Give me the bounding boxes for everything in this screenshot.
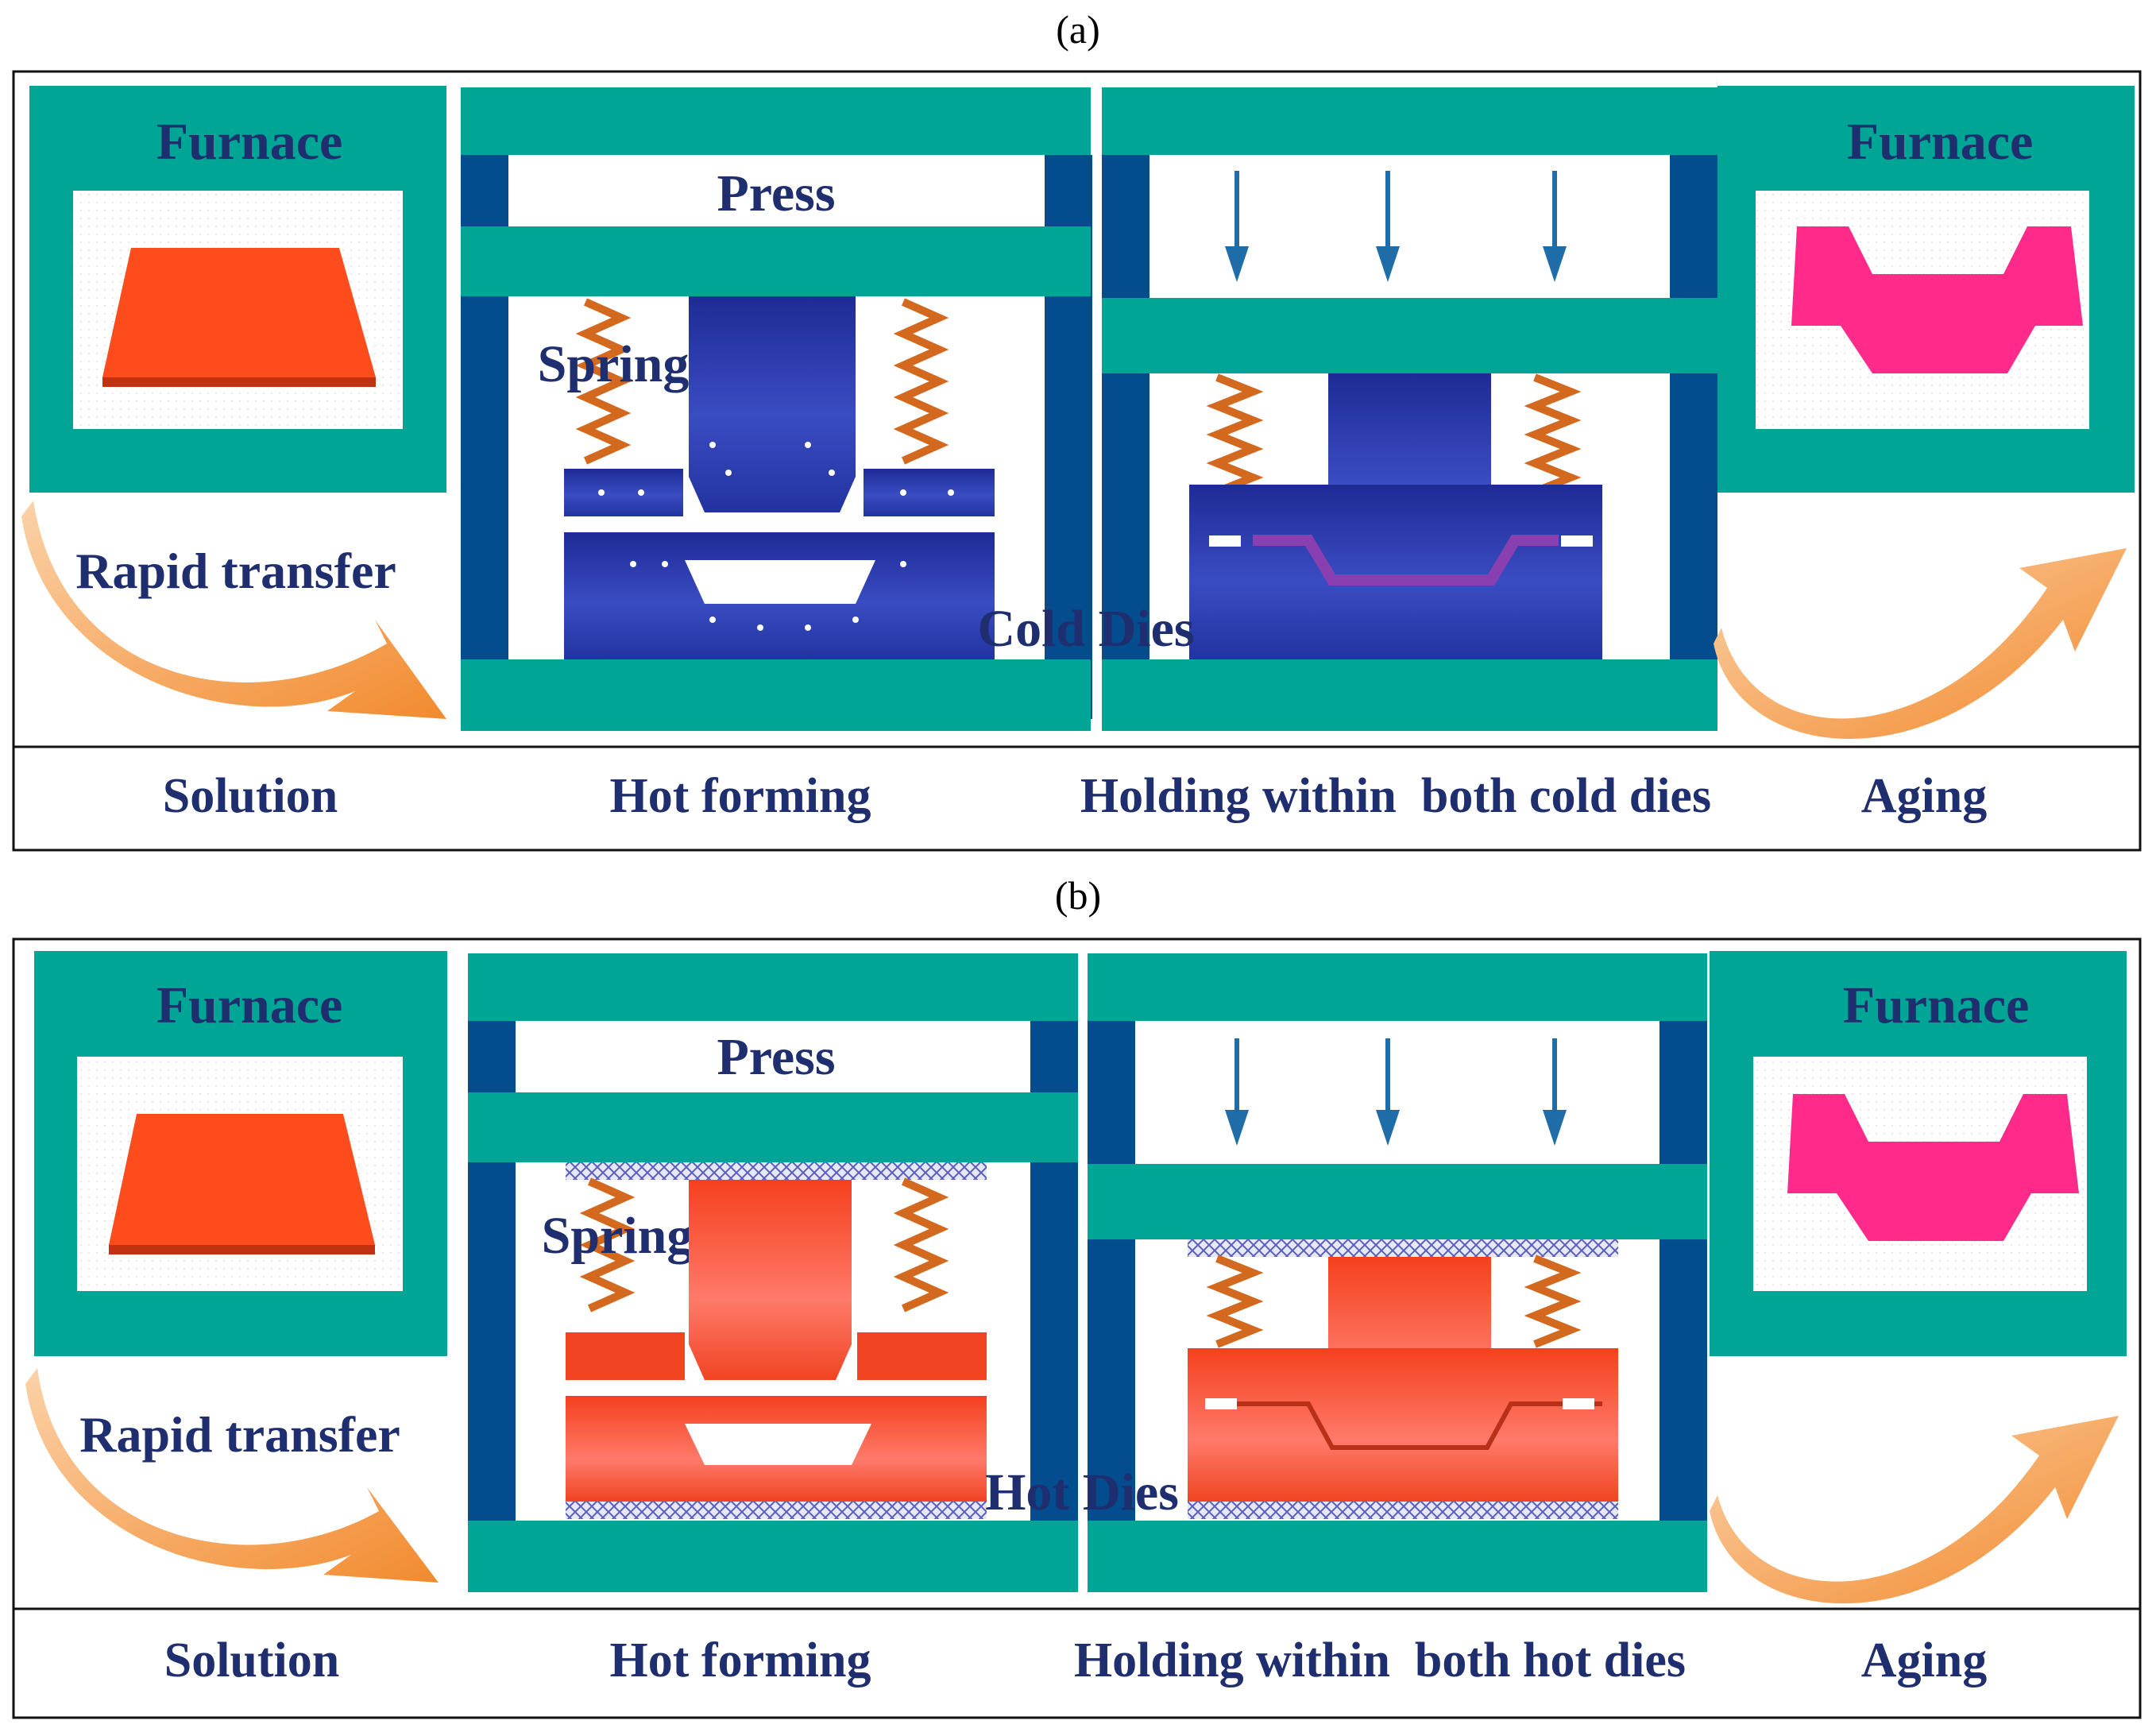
step-holding: Holding within both hot dies — [1074, 1633, 1686, 1687]
rapid-transfer-arrow-left — [25, 1368, 439, 1583]
lower-die — [564, 532, 995, 659]
left-furnace-label: Furnace — [156, 113, 343, 171]
panel-label-b: (b) — [1054, 873, 1102, 918]
press2-top-beam — [1102, 87, 1717, 155]
closed-die-stack — [1188, 1348, 1618, 1502]
step-hot-forming: Hot forming — [610, 1633, 871, 1687]
dies-label: Cold Dies — [977, 600, 1194, 658]
spring-icon — [1524, 373, 1582, 496]
press-label: Press — [717, 1028, 835, 1086]
step-hot-forming: Hot forming — [610, 769, 871, 823]
press-label: Press — [717, 164, 835, 222]
rapid-transfer-label: Rapid transfer — [75, 543, 396, 599]
spring-icon — [575, 298, 632, 465]
step-aging: Aging — [1861, 769, 1987, 823]
punch — [689, 296, 856, 512]
step-holding: Holding within both cold dies — [1080, 769, 1711, 823]
spring-icon — [579, 1177, 636, 1312]
formed-part-aging — [1791, 226, 2083, 373]
panel-hot-dies: Furnace Rapid transfer Press Spring — [12, 937, 2142, 1719]
insulation-bottom — [1188, 1502, 1618, 1519]
press2-bed — [1088, 1521, 1707, 1592]
press1-top-beam — [461, 87, 1091, 155]
press1-top-beam — [468, 953, 1078, 1021]
step-aging: Aging — [1861, 1633, 1987, 1687]
rapid-transfer-arrow-right — [1710, 1416, 2119, 1604]
insulation-bottom — [566, 1502, 987, 1519]
rapid-transfer-arrow-left — [21, 501, 446, 719]
press1-bed — [468, 1521, 1078, 1592]
formed-part — [1205, 1401, 1602, 1450]
formed-part-aging — [1787, 1094, 2079, 1241]
press1-bed — [461, 659, 1091, 731]
spring-icon — [893, 1177, 949, 1312]
rapid-transfer-arrow-right — [1714, 548, 2127, 739]
press-force-arrows — [1225, 171, 1567, 282]
blank-holder-left — [566, 1332, 685, 1380]
press2-left-column — [1088, 1021, 1135, 1585]
press2-top-beam — [1088, 953, 1707, 1021]
blank-sheet — [109, 1114, 375, 1245]
spring-label: Spring — [542, 1207, 694, 1265]
insulation-top — [1188, 1239, 1618, 1257]
spring-icon — [1206, 1254, 1264, 1348]
closed-die-stack — [1189, 485, 1602, 659]
formed-part — [1253, 535, 1559, 586]
punch — [689, 1180, 852, 1380]
insulation-top — [566, 1162, 987, 1180]
blank-holder-left — [564, 469, 683, 516]
press2-ram — [1102, 298, 1717, 373]
step-solution: Solution — [164, 1633, 340, 1687]
press2-left-column — [1102, 155, 1149, 719]
spring-icon — [1206, 373, 1264, 496]
dies-label: Hot Dies — [985, 1463, 1179, 1521]
blank-sheet — [102, 248, 376, 377]
blank-holder-right — [857, 1332, 987, 1380]
spring-label: Spring — [538, 335, 690, 393]
panel-cold-dies: Furnace Rapid transfer Press Spring — [12, 70, 2142, 852]
spring-icon — [893, 298, 949, 465]
press2-bed — [1102, 659, 1717, 731]
spring-icon — [1524, 1254, 1582, 1348]
left-furnace-label: Furnace — [156, 976, 343, 1034]
press-force-arrows — [1225, 1038, 1567, 1146]
cold-dies-diagram: Furnace Rapid transfer Press Spring — [12, 70, 2142, 852]
blank-holder-right — [864, 469, 995, 516]
lower-die — [566, 1396, 987, 1502]
right-furnace-label: Furnace — [1843, 976, 2030, 1034]
press1-ram — [461, 226, 1091, 296]
right-furnace-label: Furnace — [1847, 113, 2034, 171]
press2-ram — [1088, 1164, 1707, 1239]
panel-label-a: (a) — [1056, 7, 1100, 52]
rapid-transfer-label: Rapid transfer — [79, 1406, 400, 1463]
press2-right-column — [1670, 155, 1717, 719]
hot-dies-diagram: Furnace Rapid transfer Press Spring — [12, 937, 2142, 1719]
press2-right-column — [1660, 1021, 1707, 1585]
press1-ram — [468, 1092, 1078, 1162]
step-solution: Solution — [163, 769, 338, 823]
